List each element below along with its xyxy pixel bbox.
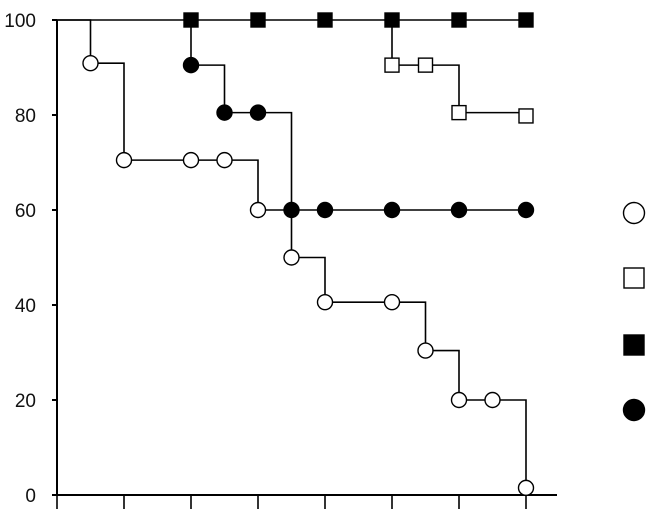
data-point-open-square [384, 57, 400, 73]
data-point-open-circle [115, 151, 133, 169]
legend-marker-open-square [623, 267, 645, 289]
y-tick-labels: 0 20 40 60 80 100 [4, 11, 36, 507]
data-point-filled-circle [450, 201, 468, 219]
data-point-filled-square [250, 12, 266, 28]
data-point-filled-square [518, 12, 534, 28]
data-point-open-square [518, 108, 534, 124]
legend [622, 201, 646, 422]
data-point-open-circle [484, 391, 501, 409]
data-point-open-circle [82, 55, 99, 72]
data-point-open-square [451, 104, 467, 121]
legend-marker-filled-square [623, 334, 645, 356]
y-tick-label: 80 [15, 106, 36, 127]
y-tick-label: 100 [4, 11, 36, 32]
data-point-open-circle [216, 151, 233, 169]
data-point-open-circle [249, 201, 267, 219]
y-tick-label: 20 [15, 391, 36, 412]
data-point-open-circle [450, 391, 468, 409]
data-point-filled-square [183, 12, 199, 28]
data-point-filled-circle [383, 201, 401, 219]
series-line-open-square [391, 20, 527, 116]
data-point-filled-square [451, 12, 467, 28]
data-point-filled-square [384, 12, 400, 28]
data-point-open-circle [383, 293, 401, 311]
series-line-filled-circle [190, 20, 526, 211]
legend-marker-filled-circle [622, 398, 646, 422]
data-point-filled-circle [182, 56, 200, 74]
data-point-open-circle [182, 151, 200, 169]
y-tick-label: 40 [15, 296, 36, 317]
legend-marker-open-circle [622, 201, 646, 225]
data-point-open-circle [316, 293, 334, 311]
data-point-filled-circle [216, 104, 233, 121]
data-point-filled-circle [283, 201, 300, 219]
y-tick-label: 60 [15, 201, 36, 222]
series-markers [82, 12, 535, 497]
data-point-filled-square [317, 12, 333, 28]
data-point-filled-circle [316, 201, 334, 219]
data-point-open-circle [417, 342, 434, 359]
data-point-open-circle [283, 249, 300, 266]
data-point-filled-circle [517, 201, 535, 219]
data-point-open-square [417, 57, 434, 73]
axes [52, 19, 557, 509]
y-tick-label: 0 [25, 486, 36, 507]
data-point-open-circle [517, 479, 535, 497]
data-point-filled-circle [249, 104, 267, 121]
